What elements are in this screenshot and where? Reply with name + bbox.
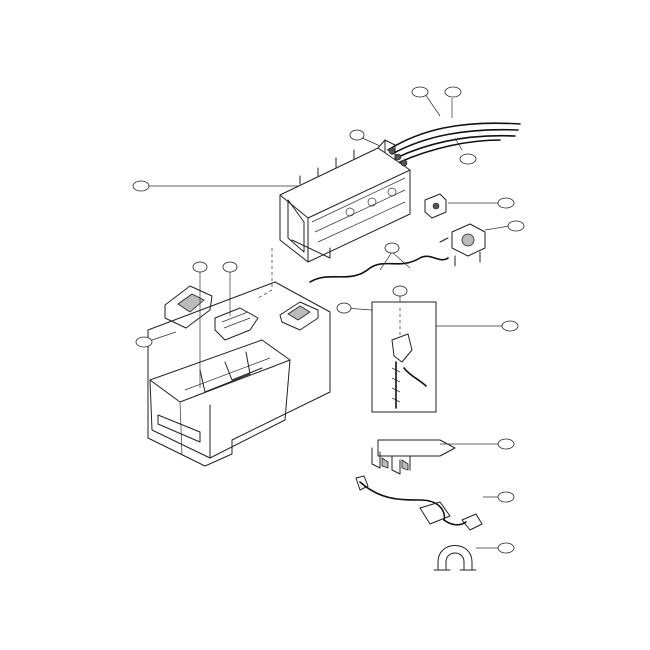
- callout-1: [132, 180, 150, 192]
- sensor-assembly: [371, 301, 437, 413]
- callout-9: [192, 261, 208, 273]
- drain-wire: [309, 255, 449, 283]
- callout-16: [497, 491, 515, 503]
- assembly-line-2: [257, 289, 273, 299]
- siphon-cap: [164, 285, 213, 329]
- callout-12: [336, 302, 352, 314]
- callout-5: [459, 153, 477, 165]
- callout-17: [497, 542, 515, 554]
- small-bracket: [424, 193, 447, 219]
- water-valve: [439, 223, 486, 267]
- callout-8: [384, 242, 400, 254]
- door-lock-switch: [371, 439, 456, 475]
- callout-14: [501, 320, 519, 332]
- wire-harness-top: [387, 122, 521, 167]
- callout-15: [497, 438, 515, 450]
- callout-2: [411, 86, 429, 98]
- dispenser-housing: [279, 139, 411, 263]
- drawer-cover: [279, 301, 319, 331]
- callout-11: [135, 336, 153, 348]
- u-clip: [433, 545, 477, 571]
- callouts: [132, 86, 525, 554]
- callout-6: [497, 197, 515, 209]
- callout-10: [222, 261, 238, 273]
- callout-7: [507, 220, 525, 232]
- callout-4: [349, 129, 365, 141]
- drawer-insert: [214, 307, 259, 341]
- wire-harness-lower: [355, 475, 483, 531]
- callout-3: [444, 86, 462, 98]
- leader-lines: [148, 93, 511, 549]
- callout-13: [392, 285, 408, 297]
- detergent-drawer: [149, 339, 291, 459]
- drawer-frame: [147, 281, 331, 467]
